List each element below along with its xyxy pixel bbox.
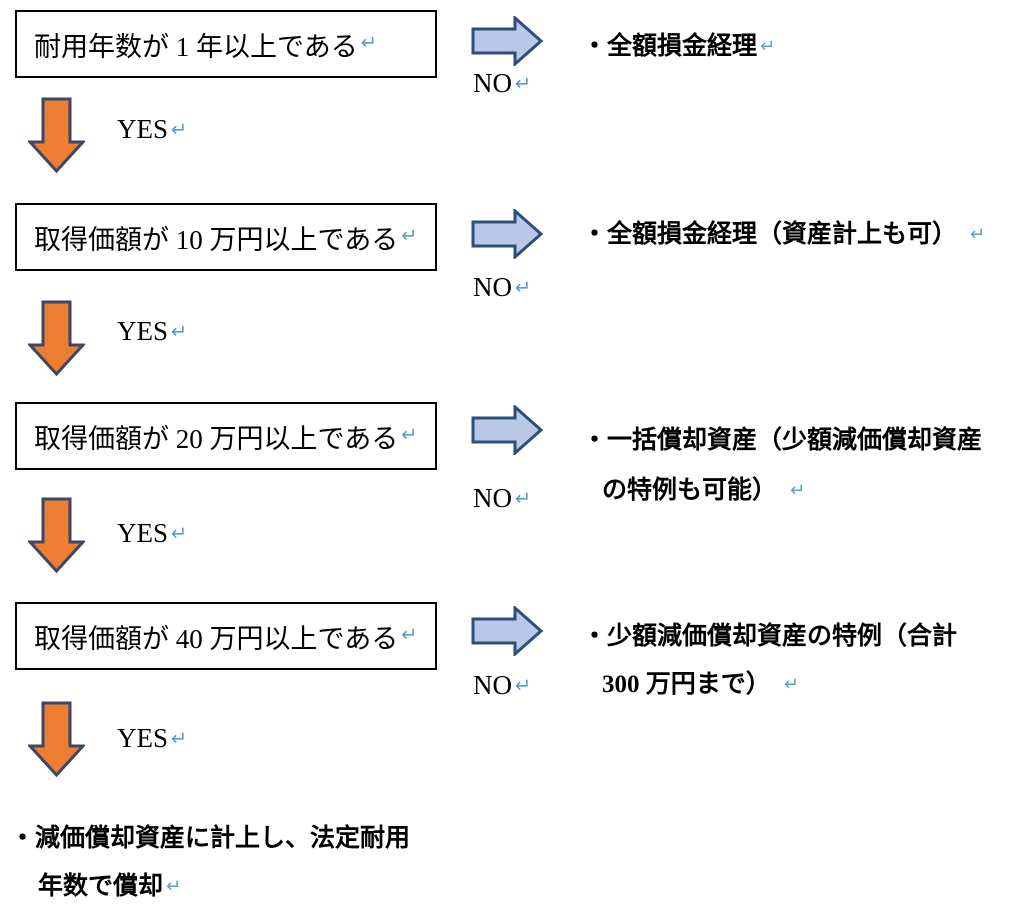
no-text: NO <box>473 670 512 700</box>
answer-line: ・少額減価償却資産の特例（合計 <box>582 623 958 650</box>
down-arrow-icon <box>28 497 85 573</box>
answer-text-1: ・全額損金経理↵ <box>582 26 775 62</box>
yes-text: YES <box>117 114 169 144</box>
question-text: 耐用年数が 1 年以上である <box>34 31 358 62</box>
yes-label: YES↵ <box>117 518 187 549</box>
return-mark-icon: ↵ <box>171 118 188 141</box>
no-text: NO <box>473 483 512 513</box>
return-mark-icon: ↵ <box>515 487 532 510</box>
yes-text: YES <box>117 316 169 346</box>
no-label: NO↵ <box>473 68 531 99</box>
question-box-1: 耐用年数が 1 年以上である↵ <box>15 10 437 78</box>
answer-line: ・一括償却資産（少額減価償却資産 <box>582 427 983 454</box>
answer-line: ・全額損金経理 <box>582 33 758 60</box>
no-text: NO <box>473 68 512 98</box>
return-mark-icon: ↵ <box>790 480 806 501</box>
return-mark-icon: ↵ <box>171 727 188 750</box>
final-result-line-2: 年数で償却↵ <box>38 866 181 902</box>
no-label: NO↵ <box>473 483 531 514</box>
right-arrow-icon <box>471 16 543 66</box>
yes-label: YES↵ <box>117 114 187 145</box>
return-mark-icon: ↵ <box>783 674 799 695</box>
no-label: NO↵ <box>473 272 531 303</box>
final-text: ・減価償却資産に計上し、法定耐用 <box>10 825 411 852</box>
question-text: 取得価額が 20 万円以上である <box>34 423 399 454</box>
answer-text-2: ・全額損金経理（資産計上も可） ↵ <box>582 214 985 250</box>
question-box-3: 取得価額が 20 万円以上である↵ <box>15 402 437 470</box>
return-mark-icon: ↵ <box>515 276 532 299</box>
return-mark-icon: ↵ <box>401 223 418 247</box>
yes-text: YES <box>117 723 169 753</box>
answer-text-3-line-2: の特例も可能） ↵ <box>602 470 805 506</box>
answer-text-4-line-1: ・少額減価償却資産の特例（合計 <box>582 616 957 652</box>
no-label: NO↵ <box>473 670 531 701</box>
return-mark-icon: ↵ <box>970 224 986 245</box>
yes-text: YES <box>117 518 169 548</box>
return-mark-icon: ↵ <box>760 36 776 57</box>
question-box-2: 取得価額が 10 万円以上である↵ <box>15 203 437 271</box>
return-mark-icon: ↵ <box>166 876 182 897</box>
answer-line: の特例も可能） <box>602 477 778 504</box>
final-text: 年数で償却 <box>38 873 164 900</box>
answer-text-4-line-2: 300 万円まで） ↵ <box>602 664 799 700</box>
answer-line: 300 万円まで） <box>602 671 771 698</box>
return-mark-icon: ↵ <box>171 320 188 343</box>
question-text: 取得価額が 10 万円以上である <box>34 224 399 255</box>
yes-label: YES↵ <box>117 316 187 347</box>
yes-label: YES↵ <box>117 723 187 754</box>
return-mark-icon: ↵ <box>401 622 418 646</box>
down-arrow-icon <box>28 97 85 173</box>
right-arrow-icon <box>471 606 543 656</box>
return-mark-icon: ↵ <box>401 422 418 446</box>
down-arrow-icon <box>28 701 85 777</box>
final-result-line-1: ・減価償却資産に計上し、法定耐用 <box>10 818 410 854</box>
return-mark-icon: ↵ <box>515 674 532 697</box>
question-box-4: 取得価額が 40 万円以上である↵ <box>15 602 437 670</box>
down-arrow-icon <box>28 300 85 376</box>
right-arrow-icon <box>471 405 543 455</box>
question-text: 取得価額が 40 万円以上である <box>34 623 399 654</box>
right-arrow-icon <box>471 209 543 259</box>
return-mark-icon: ↵ <box>515 72 532 95</box>
return-mark-icon: ↵ <box>360 30 378 54</box>
return-mark-icon: ↵ <box>171 522 188 545</box>
no-text: NO <box>473 272 512 302</box>
answer-line: ・全額損金経理（資産計上も可） <box>582 221 958 248</box>
answer-text-3-line-1: ・一括償却資産（少額減価償却資産 <box>582 420 982 456</box>
